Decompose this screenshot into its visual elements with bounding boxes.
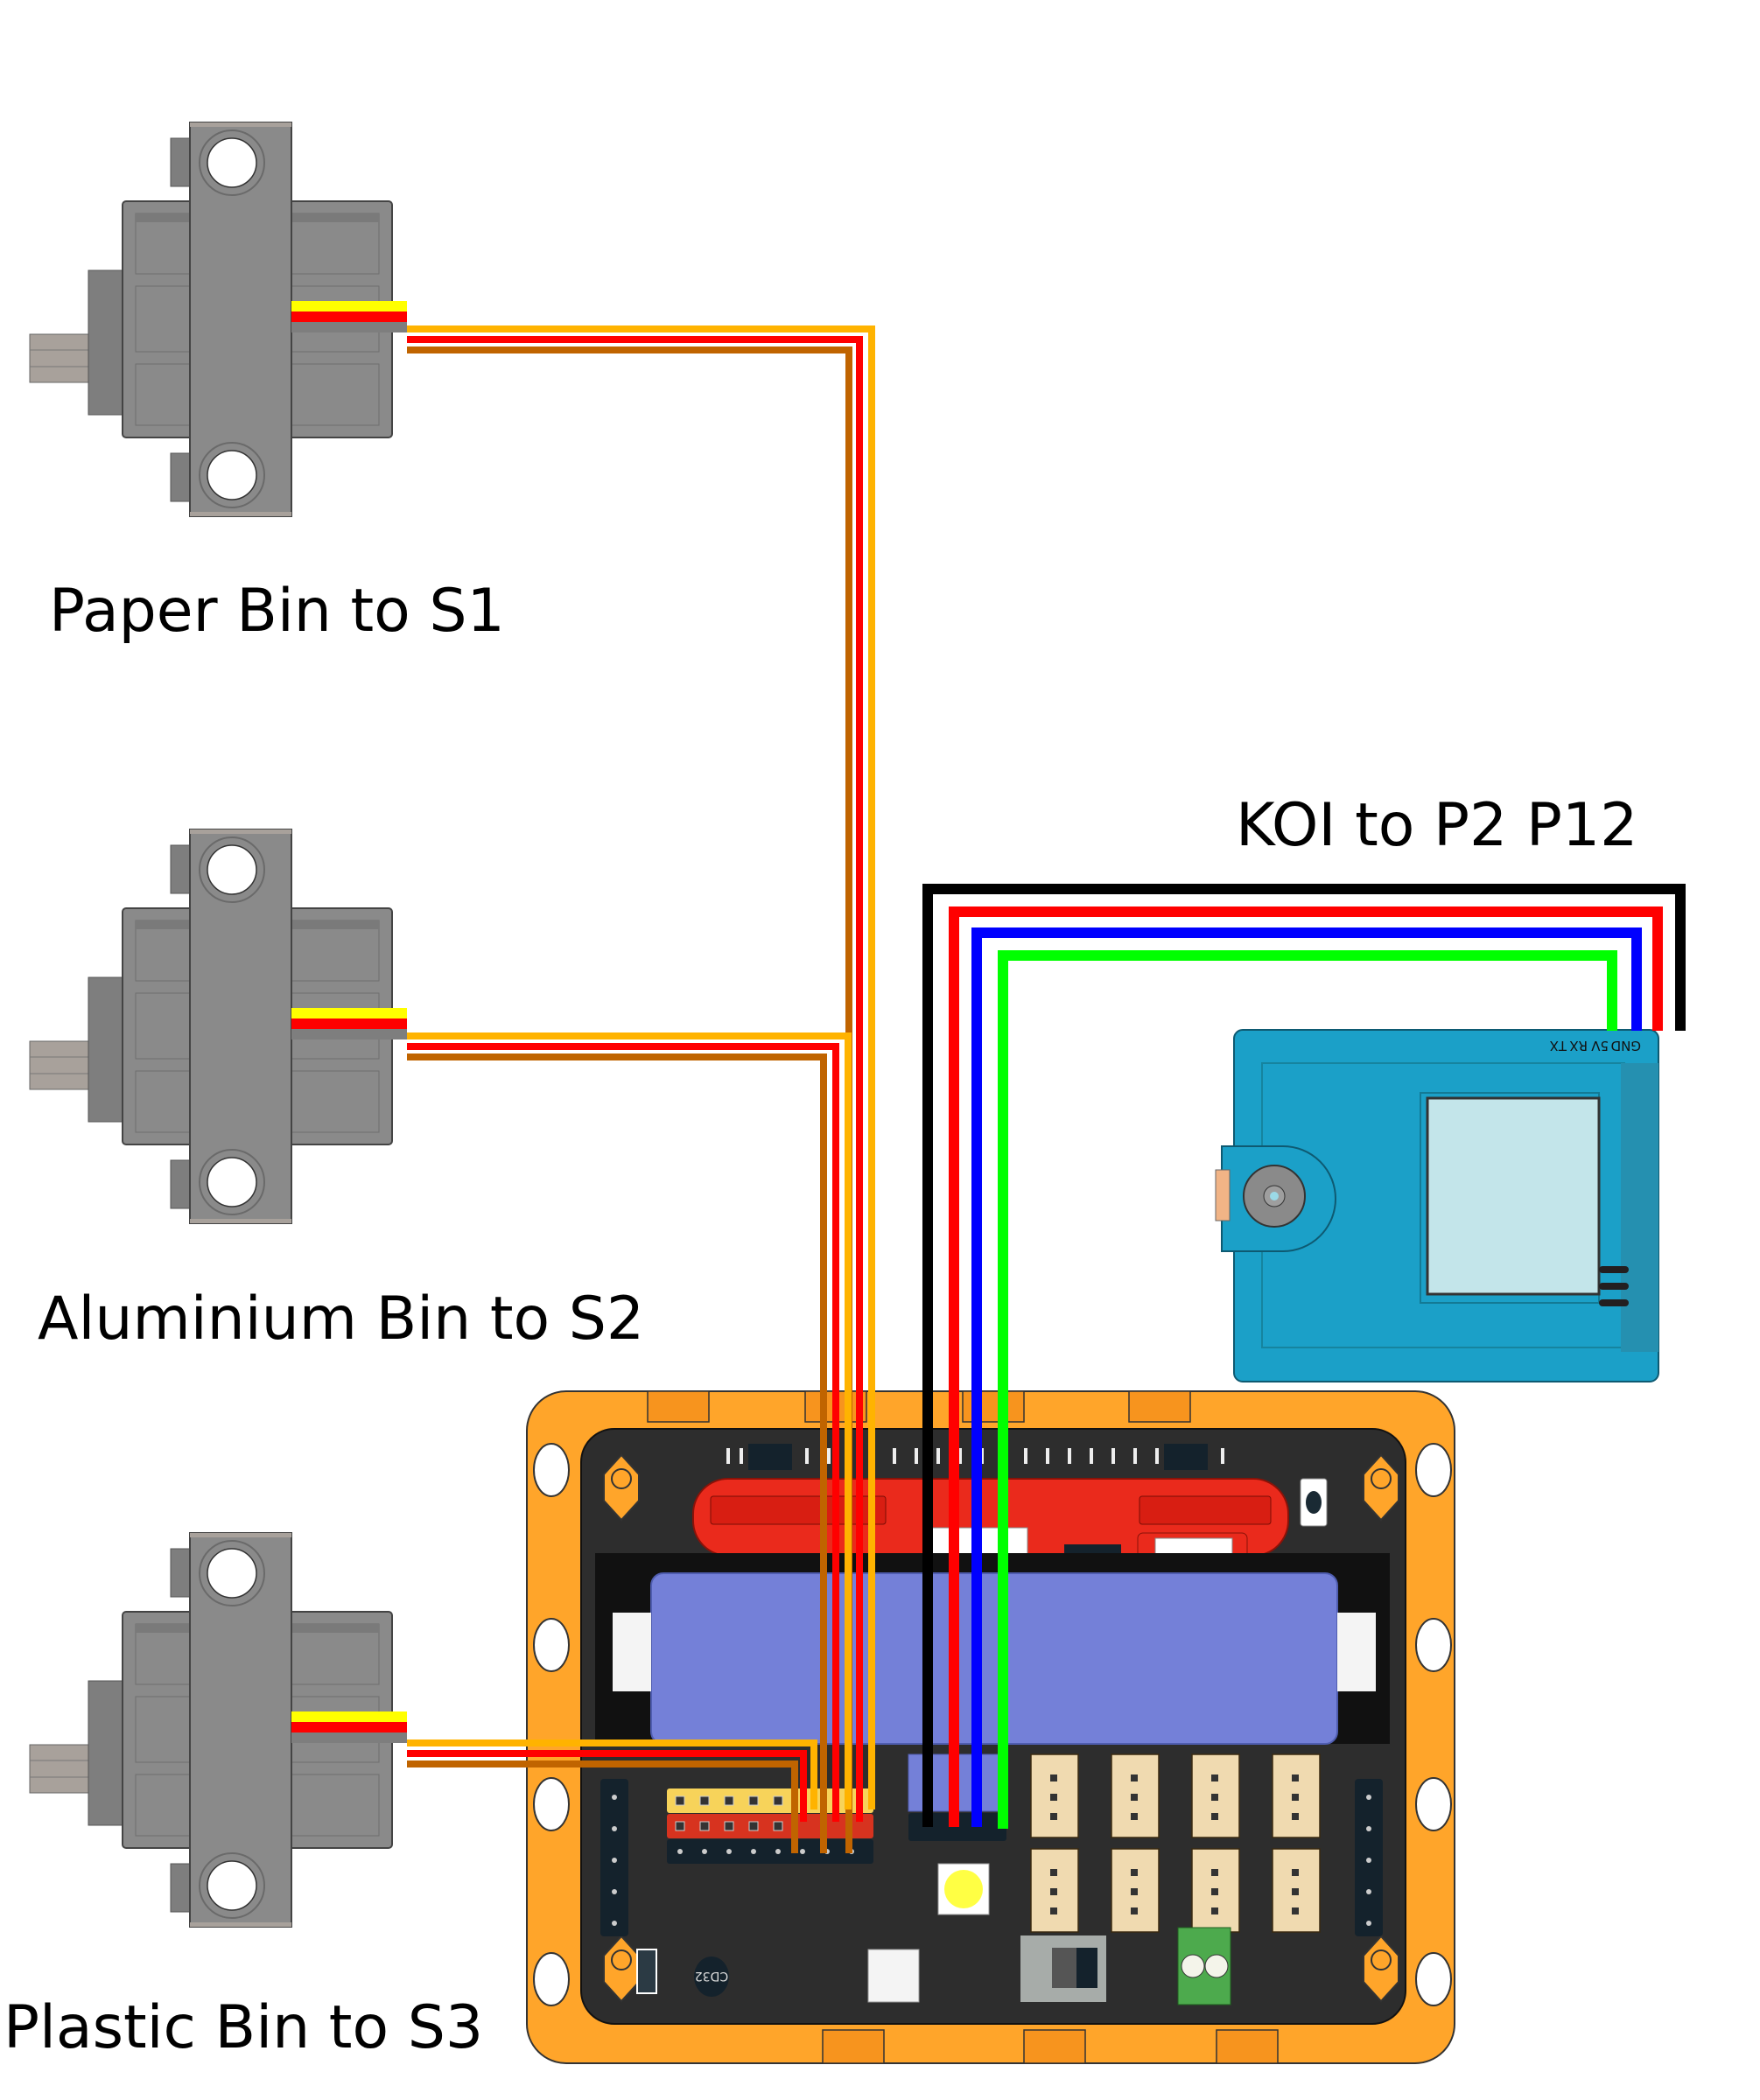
usb-port [867,1949,920,2003]
label-aluminium-bin: Aluminium Bin to S2 [38,1284,644,1354]
label-plastic-bin: Plastic Bin to S3 [4,1993,483,2062]
servo-aluminium-bin [29,829,408,1224]
koi-vent [1599,1266,1629,1306]
wire-s3-power [407,1750,807,1822]
wire-s2-ground [407,1054,827,1853]
battery [650,1572,1338,1745]
koi-connector [1215,1169,1231,1222]
pin-label-gnd: GND [1611,1038,1641,1054]
controller-board: CD32 [526,1390,1455,2064]
koi-screen [1426,1096,1601,1296]
label-paper-bin: Paper Bin to S1 [49,577,505,646]
wire-s3-ground [407,1760,798,1853]
servo-header [667,1788,873,1864]
pin-label-tx: TX [1550,1038,1567,1054]
diode [636,1949,657,1994]
wire-koi-5v [949,906,1663,1827]
inductor [694,1956,729,1997]
wire-koi-gnd [922,884,1686,1827]
wire-s2-signal [407,1032,852,1810]
wire-s3-signal [407,1740,817,1810]
servo-wires [407,326,875,1853]
servo-paper-bin [29,122,408,517]
koi-module: GND 5V RX TX [1215,1029,1659,1382]
koi-wires [922,884,1686,1829]
pin-label-rx: RX [1569,1038,1588,1054]
pin-label-5v: 5V [1590,1038,1609,1054]
wire-koi-rx [971,928,1642,1827]
wire-s2-power [407,1043,839,1822]
label-koi: KOI to P2 P12 [1236,791,1637,860]
wire-s1-signal [407,326,875,1810]
wire-koi-tx [998,950,1617,1829]
wire-s1-power [407,336,863,1822]
servo-plastic-bin [29,1532,408,1928]
svg-text:CD32: CD32 [695,1969,728,1983]
